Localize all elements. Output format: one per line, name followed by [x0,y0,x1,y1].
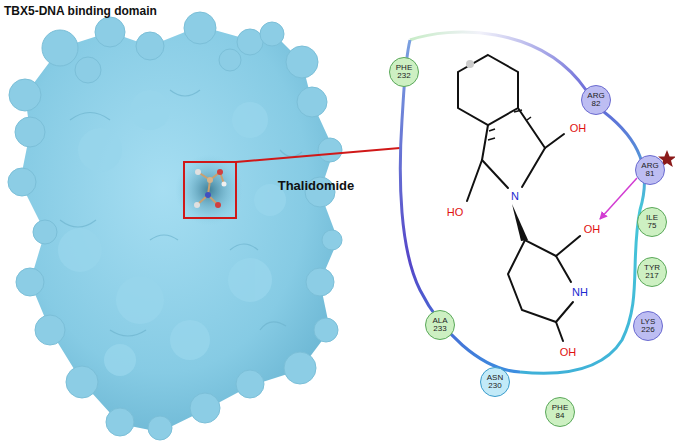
residue-circle: TYR 217 [637,257,667,287]
residue-name: ILE 75 [643,214,662,231]
atom-label: N [511,190,519,202]
residue-name: ARG 82 [587,92,606,109]
atom-label: OH [560,346,577,358]
residue-circle: PHE 84 [545,397,575,427]
residue-name: ASN 230 [486,374,505,391]
residue-circle: LYS 226 [633,311,663,341]
residue-circle: ARG 81 [635,155,665,185]
ligand-model [194,169,227,208]
residue-circle: ILE 75 [637,207,667,237]
ligand-name: Thalidomide [278,178,355,193]
residue-name: TYR 217 [643,264,662,281]
residue-circle: PHE 232 [389,57,419,87]
wedge-bond [512,204,528,241]
atom-label: NH [572,286,588,298]
pocket-outline [400,32,644,373]
zoom-line [236,148,400,162]
zoom-box [184,162,236,218]
residue-name: PHE 84 [551,404,570,421]
stereo-dot [466,60,474,68]
residue-name: LYS 226 [639,318,658,335]
atom-label: OH [570,122,587,134]
figure-title: TBX5-DNA binding domain [4,4,157,18]
residue-circle: ALA 233 [425,310,455,340]
hash-bond [488,110,531,140]
protein-surface [8,12,342,440]
atom-label: OH [584,223,601,235]
hbond-arrow [600,178,637,219]
residue-name: ARG 81 [641,162,660,179]
residue-circle: ASN 230 [480,367,510,397]
molecule-bonds [458,55,580,341]
atom-label: HO [447,206,464,218]
residue-name: PHE 232 [395,64,414,81]
residue-circle: ARG 82 [581,85,611,115]
residue-name: ALA 233 [431,317,450,334]
